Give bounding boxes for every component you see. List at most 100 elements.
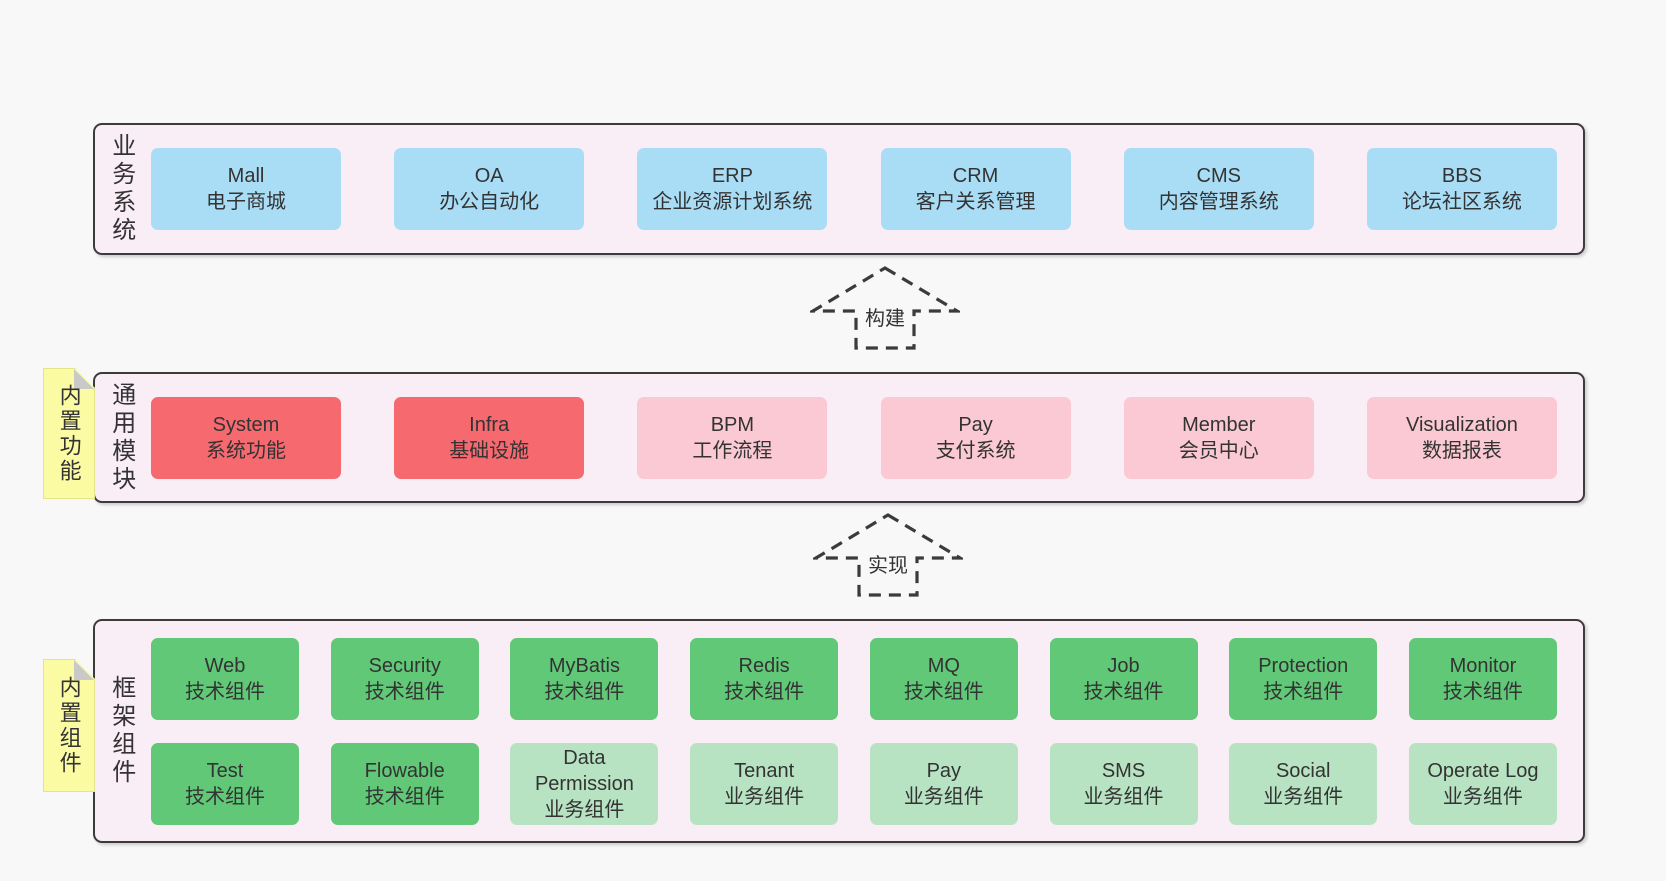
box-subtitle: 技术组件	[185, 785, 265, 808]
diagram-box-pay: Pay 支付系统	[880, 396, 1071, 479]
box-subtitle: 企业资源计划系统	[652, 191, 813, 213]
box-title: CRM	[952, 165, 999, 187]
diagram-box-system: System 系统功能	[151, 396, 341, 479]
box-subtitle: 系统功能	[206, 439, 286, 462]
box-subtitle: 基础设施	[449, 439, 530, 462]
box-subtitle: 业务组件	[544, 798, 625, 821]
box-subtitle: 业务组件	[724, 785, 805, 808]
box-title: Flowable	[364, 759, 445, 782]
diagram-box-sms: SMS 业务组件	[1049, 742, 1198, 825]
box-title: SMS	[1101, 759, 1146, 782]
diagram-box-infra: Infra 基础设施	[394, 396, 585, 479]
box-subtitle: 技术组件	[724, 680, 805, 703]
layer-components-title: 框架组件	[107, 675, 135, 787]
box-title: Infra	[469, 413, 510, 436]
box-title: CMS	[1196, 165, 1241, 187]
box-subtitle: 技术组件	[903, 680, 984, 703]
box-subtitle: 业务组件	[1083, 785, 1164, 808]
up-arrow-icon	[810, 266, 960, 350]
dashed-up-arrow-build: 构建	[810, 266, 960, 350]
box-subtitle: 支付系统	[935, 439, 1016, 462]
box-title: Operate Log	[1427, 759, 1539, 782]
diagram-box-crm: CRM 客户关系管理	[880, 148, 1071, 230]
box-title: BBS	[1441, 165, 1482, 187]
box-subtitle: 技术组件	[185, 680, 265, 703]
up-arrow-icon	[813, 513, 963, 597]
box-title: Job	[1107, 654, 1140, 677]
box-title: Web	[204, 654, 246, 677]
diagram-box-tenant: Tenant 业务组件	[690, 742, 839, 825]
box-title: System	[212, 413, 280, 436]
box-subtitle: 技术组件	[1263, 680, 1344, 703]
diagram-box-pay: Pay 业务组件	[869, 742, 1018, 825]
box-title: Test	[206, 759, 244, 782]
box-title: MQ	[927, 654, 960, 677]
box-subtitle: 技术组件	[364, 680, 445, 703]
layer-business-title: 业务系统	[107, 133, 135, 245]
box-title: Monitor	[1449, 654, 1517, 677]
box-title: ERP	[711, 165, 753, 187]
diagram-box-erp: ERP 企业资源计划系统	[637, 148, 828, 230]
sticky-note-label: 内置功能	[56, 383, 82, 484]
box-title: BPM	[710, 413, 755, 436]
diagram-box-monitor: Monitor 技术组件	[1408, 637, 1557, 720]
box-subtitle: 内容管理系统	[1158, 191, 1279, 213]
diagram-box-bpm: BPM 工作流程	[637, 396, 828, 479]
diagram-box-test: Test 技术组件	[151, 742, 299, 825]
diagram-box-bbs: BBS 论坛社区系统	[1366, 148, 1557, 230]
diagram-box-mybatis: MyBatis 技术组件	[510, 637, 659, 720]
diagram-box-operate-log: Operate Log 业务组件	[1408, 742, 1557, 825]
box-subtitle: 技术组件	[544, 680, 625, 703]
box-title: Visualization	[1405, 413, 1518, 436]
dashed-up-arrow-implement: 实现	[813, 513, 963, 597]
box-subtitle: 业务组件	[1442, 785, 1523, 808]
box-title: OA	[474, 165, 504, 187]
diagram-box-cms: CMS 内容管理系统	[1123, 148, 1314, 230]
box-title: Social	[1275, 759, 1331, 782]
diagram-box-social: Social 业务组件	[1229, 742, 1378, 825]
sticky-note-builtin-components: 内置组件	[43, 659, 95, 792]
box-subtitle: 业务组件	[903, 785, 984, 808]
arrow-implement-label: 实现	[865, 553, 911, 579]
diagram-box-job: Job 技术组件	[1049, 637, 1198, 720]
diagram-box-flowable: Flowable 技术组件	[330, 742, 479, 825]
diagram-box-security: Security 技术组件	[330, 637, 479, 720]
box-title: Protection	[1258, 654, 1349, 677]
arrow-build-label: 构建	[862, 306, 908, 332]
sticky-note-builtin-features: 内置功能	[43, 368, 95, 499]
box-title: Security	[368, 654, 441, 677]
box-subtitle: 技术组件	[364, 785, 445, 808]
box-subtitle: 客户关系管理	[915, 191, 1036, 213]
diagram-box-protection: Protection 技术组件	[1229, 637, 1378, 720]
box-subtitle: 技术组件	[1083, 680, 1164, 703]
diagram-box-mq: MQ 技术组件	[869, 637, 1018, 720]
diagram-box-web: Web 技术组件	[151, 637, 299, 720]
box-title: Pay	[958, 413, 993, 436]
box-title: MyBatis	[548, 654, 620, 677]
box-title: Redis	[738, 654, 790, 677]
layer-modules-title: 通用模块	[107, 381, 135, 494]
box-subtitle: 业务组件	[1263, 785, 1344, 808]
box-title: Member	[1182, 413, 1256, 436]
box-title: Pay	[926, 759, 962, 782]
box-subtitle: 电子商城	[206, 191, 286, 213]
box-subtitle: 论坛社区系统	[1401, 191, 1522, 213]
box-title: Tenant	[734, 759, 795, 782]
box-subtitle: 工作流程	[692, 439, 773, 462]
box-subtitle: 技术组件	[1442, 680, 1523, 703]
